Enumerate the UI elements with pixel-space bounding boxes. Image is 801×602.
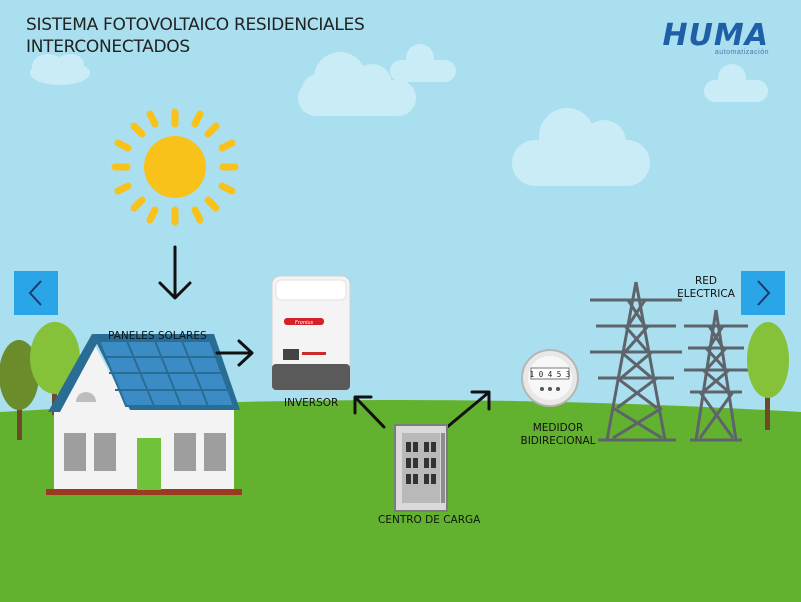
label-medidor-line-1: MEDIDOR: [532, 422, 584, 434]
logo-brand: HUMA: [662, 18, 769, 53]
arrow-down-icon: [158, 245, 192, 300]
label-centro-de-carga: CENTRO DE CARGA: [378, 514, 481, 526]
cloud: [390, 44, 456, 82]
title-line-2: INTERCONECTADOS: [26, 37, 190, 57]
label-red-electrica: RED ELECTRICA: [673, 275, 739, 301]
tree: [0, 322, 80, 440]
cloud: [298, 52, 416, 116]
next-slide-button[interactable]: [741, 271, 785, 315]
cloud: [30, 54, 90, 85]
transmission-tower: [590, 281, 682, 442]
chevron-right-icon: [757, 280, 771, 306]
huma-logo: HUMA automatización: [662, 18, 769, 57]
meter-reading: 1 0 4 5 3: [530, 370, 571, 379]
arrow-up-right-icon: [444, 390, 491, 430]
transmission-tower: [684, 309, 748, 442]
cloud: [512, 108, 650, 186]
label-red-line-1: RED: [694, 275, 717, 287]
page-title: SISTEMA FOTOVOLTAICO RESIDENCIALES INTER…: [26, 14, 365, 58]
label-red-line-2: ELECTRICA: [677, 288, 735, 300]
inverter-device: Fronius: [271, 275, 351, 391]
cloud: [704, 64, 768, 102]
label-paneles-solares: PANELES SOLARES: [108, 330, 207, 342]
label-inversor: INVERSOR: [284, 397, 339, 409]
prev-slide-button[interactable]: [14, 271, 58, 315]
inverter-brand-label: Fronius: [295, 320, 314, 326]
label-medidor-line-2: BIDIRECIONAL: [520, 435, 596, 447]
house: [46, 334, 242, 495]
bidirectional-meter: 1 0 4 5 3: [521, 349, 579, 407]
chevron-left-icon: [28, 280, 42, 306]
arrow-right-icon: [215, 339, 254, 367]
label-medidor: MEDIDOR BIDIRECIONAL: [518, 422, 598, 448]
tree: [747, 322, 789, 430]
sun-icon: [111, 108, 239, 226]
title-line-1: SISTEMA FOTOVOLTAICO RESIDENCIALES: [26, 15, 365, 35]
arrow-up-left-icon: [353, 395, 386, 429]
load-center-panel: [394, 424, 448, 512]
logo-tagline: automatización: [714, 49, 769, 56]
